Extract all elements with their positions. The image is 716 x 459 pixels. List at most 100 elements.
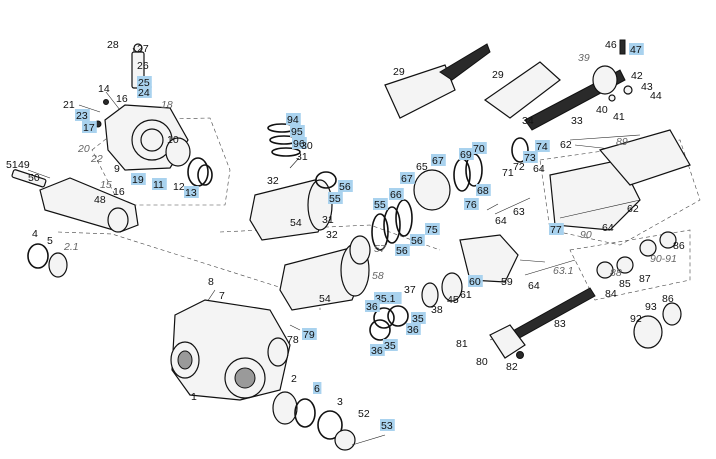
callout-highlight [431, 154, 446, 166]
callout-c37: 37 [404, 284, 416, 296]
callout-c89: 89 [616, 136, 628, 148]
callout-c13: 13 [185, 187, 197, 199]
callout-c56b: 56 [411, 235, 423, 247]
callout-c50: 50 [28, 172, 40, 184]
callout-c67b: 67 [401, 173, 413, 185]
callout-c32b: 32 [326, 229, 338, 241]
callout-c58: 58 [372, 270, 384, 282]
ring-66 [383, 206, 401, 244]
callout-highlight [383, 339, 398, 351]
ring-35a [387, 305, 409, 327]
callout-highlight [137, 86, 152, 98]
bearing-5 [48, 252, 68, 278]
callout-c24: 24 [138, 87, 150, 99]
callout-c31a: 31 [296, 151, 308, 163]
ring-56 [315, 171, 337, 189]
callout-c11: 11 [153, 179, 164, 191]
callout-c35_1: 35.1 [375, 293, 396, 305]
seal-ring-3 [317, 410, 343, 440]
spline-29a [439, 43, 491, 81]
callout-c77: 77 [550, 224, 562, 236]
callout-c63_1: 63.1 [553, 265, 573, 277]
seal-ring-6 [294, 398, 316, 428]
callout-c59: 59 [501, 276, 513, 288]
callout-c14: 14 [98, 83, 110, 95]
callout-c31b: 31 [322, 214, 334, 226]
callout-highlight [328, 192, 343, 204]
callout-c27: 27 [137, 43, 149, 55]
callout-highlight [476, 184, 491, 196]
callout-c8: 8 [208, 276, 214, 288]
valve-cap [133, 43, 143, 53]
pin-53 [351, 434, 386, 446]
callout-c5: 5 [47, 235, 53, 247]
callout-c40: 40 [596, 104, 608, 116]
pump-rotor [165, 137, 191, 167]
callout-c62b: 62 [627, 203, 639, 215]
callout-c35a: 35 [412, 313, 424, 325]
callout-c17: 17 [83, 122, 95, 134]
callout-c10: 10 [167, 134, 179, 146]
valve-pump-assembly [80, 43, 213, 187]
bolt-63-1 [524, 259, 576, 276]
callout-c66: 66 [390, 189, 402, 201]
callout-c6: 6 [314, 383, 320, 395]
ball-screw-29b [483, 61, 561, 119]
callout-c43: 43 [641, 81, 653, 93]
ring-55 [371, 213, 389, 251]
callout-highlight [468, 275, 483, 287]
callout-highlight [411, 312, 426, 324]
callout-c92: 92 [630, 313, 642, 325]
callout-highlight [82, 121, 97, 133]
callout-c7: 7 [219, 290, 225, 302]
callout-c90_91: 90-91 [650, 253, 677, 265]
bearing-86a [659, 231, 677, 249]
callout-highlight [395, 244, 410, 256]
callout-c52: 52 [358, 408, 370, 420]
housing-port-left-bore [177, 350, 193, 370]
callout-c51: 51 [6, 159, 18, 171]
callout-c2_1: 2.1 [63, 241, 79, 253]
bearing-88 [639, 239, 657, 257]
callout-highlight [629, 43, 644, 55]
callout-c3: 3 [337, 396, 343, 408]
piston-37 [421, 282, 439, 308]
callout-highlight [338, 180, 353, 192]
callout-c60: 60 [469, 276, 481, 288]
callout-c25: 25 [138, 77, 150, 89]
input-shaft-end [11, 169, 47, 188]
callout-c75: 75 [426, 224, 438, 236]
lower-right-assembly [489, 231, 682, 359]
callout-c84: 84 [605, 288, 617, 300]
callout-highlight [410, 234, 425, 246]
callout-c53: 53 [381, 420, 393, 432]
housing-port-front-bore [234, 367, 256, 389]
screw-82 [516, 351, 524, 359]
bearing-85 [616, 256, 634, 274]
callout-highlight [370, 344, 385, 356]
callout-c64d: 64 [528, 280, 540, 292]
callout-c79: 79 [303, 329, 315, 341]
callout-c32a: 32 [267, 175, 279, 187]
upper-cylinder-end [307, 179, 333, 231]
callout-highlight [184, 186, 199, 198]
callout-highlight [549, 223, 564, 235]
plate-65 [413, 169, 451, 211]
callout-c4: 4 [32, 228, 38, 240]
callout-c63: 63 [513, 206, 525, 218]
callout-c67a: 67 [432, 155, 444, 167]
callout-c78: 78 [287, 334, 299, 346]
shaft-tube-29a [384, 64, 456, 119]
callout-c54a: 54 [290, 217, 302, 229]
callout-highlight [373, 198, 388, 210]
callout-highlight [380, 419, 395, 431]
callout-highlight [137, 76, 152, 88]
callout-c36a: 36 [366, 301, 378, 313]
valve-block-59 [459, 234, 519, 283]
callout-c36b: 36 [407, 324, 419, 336]
callout-c85: 85 [619, 278, 631, 290]
callout-c55a: 55 [329, 193, 341, 205]
callout-c64b: 64 [495, 215, 507, 227]
callout-c83: 83 [554, 318, 566, 330]
